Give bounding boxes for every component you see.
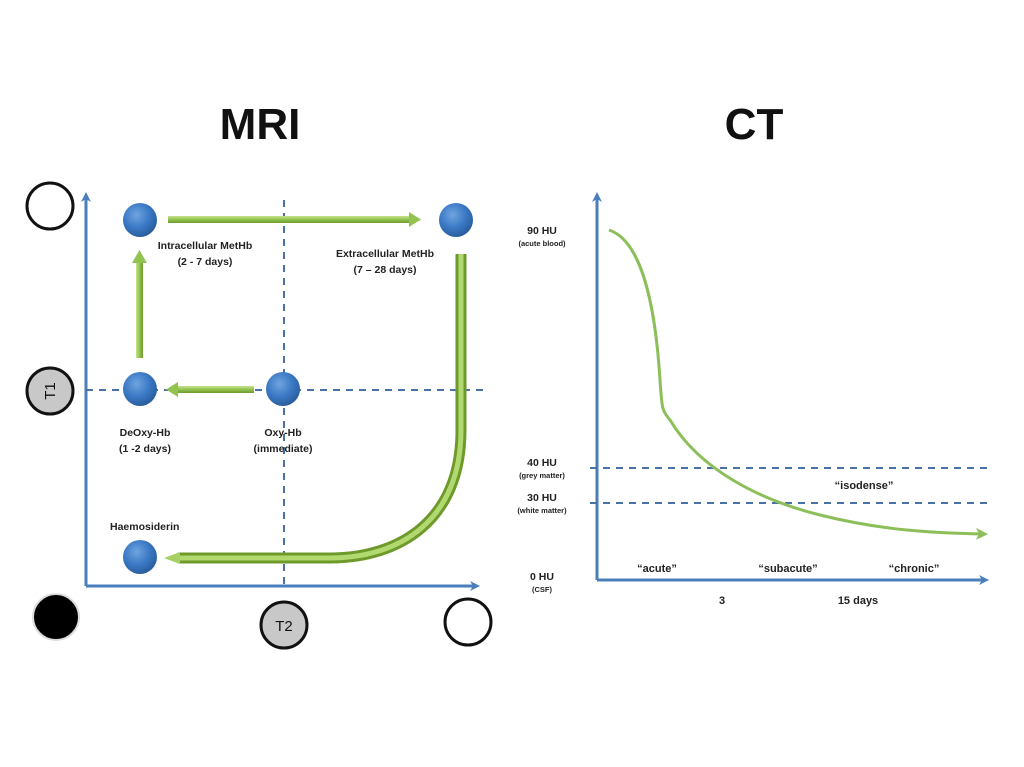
t2-label: T2 [275, 618, 293, 635]
xtick-3: 3 [719, 595, 725, 607]
t2-axis-badge: T2 [259, 600, 309, 650]
arrow-oxy-to-deoxy [166, 382, 254, 397]
label-extracellular-time: (7 – 28 days) [353, 264, 416, 276]
ytick-30-sub: (white matter) [517, 506, 567, 515]
t1-axis-badge: T1 [25, 366, 75, 416]
mri-diagram: Intracellular MetHb (2 - 7 days) Extrace… [25, 181, 493, 650]
marker-white-bottom-right [443, 597, 493, 647]
marker-black-bottom-left [32, 593, 80, 641]
ytick-30-label: 30 HU [527, 492, 557, 504]
label-extracellular-name: Extracellular MetHb [336, 248, 434, 260]
ct-title: CT [724, 100, 784, 149]
ytick-90-label: 90 HU [527, 225, 557, 237]
node-haemosiderin [123, 540, 157, 574]
label-oxy-time: (immediate) [254, 443, 313, 455]
label-deoxy-time: (1 -2 days) [119, 443, 171, 455]
isodense-label: “isodense” [835, 480, 894, 492]
ytick-0-sub: (CSF) [532, 585, 552, 594]
label-intracellular-name: Intracellular MetHb [158, 240, 253, 252]
node-intracellular-methb [123, 203, 157, 237]
t1-label: T1 [42, 382, 59, 400]
label-haemosiderin: Haemosiderin [110, 521, 179, 533]
phase-chronic: “chronic” [889, 563, 940, 575]
label-intracellular-time: (2 - 7 days) [178, 256, 233, 268]
xtick-15-days: 15 days [838, 595, 878, 607]
marker-white-top-left [25, 181, 75, 231]
ytick-0-label: 0 HU [530, 571, 554, 583]
phase-subacute: “subacute” [758, 563, 817, 575]
phase-acute: “acute” [637, 563, 677, 575]
ytick-40-sub: (grey matter) [519, 471, 565, 480]
label-deoxy-name: DeOxy-Hb [120, 427, 171, 439]
node-oxy-hb [266, 372, 300, 406]
ytick-90-sub: (acute blood) [518, 239, 566, 248]
node-extracellular-methb [439, 203, 473, 237]
ytick-40-label: 40 HU [527, 457, 557, 469]
arrow-intracellular-to-extracellular [168, 212, 421, 227]
node-deoxy-hb [123, 372, 157, 406]
arrow-deoxy-to-intracellular [132, 250, 147, 358]
density-curve [608, 228, 988, 540]
mri-title: MRI [219, 100, 301, 149]
arrow-extracellular-to-haemosiderin [164, 254, 467, 564]
ct-chart: 90 HU (acute blood) 40 HU (grey matter) … [517, 192, 990, 607]
label-oxy-name: Oxy-Hb [264, 427, 301, 439]
